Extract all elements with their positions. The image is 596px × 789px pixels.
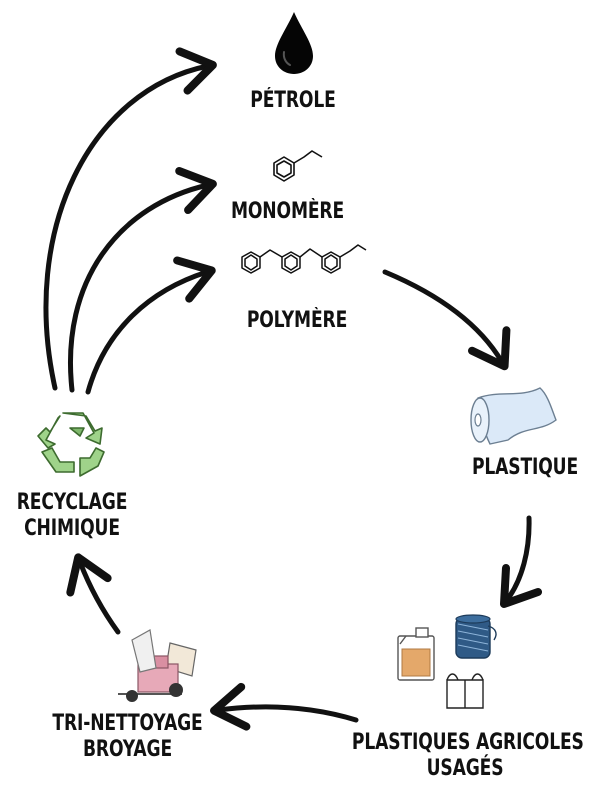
node-tri-line1: TRI-NETTOYAGE [52,711,203,736]
node-agricoles-line2: USAGÉS [426,756,504,781]
recycle-icon [37,412,105,477]
arrow-tri-to-recyclage [66,553,121,635]
node-agricoles-line1: PLASTIQUES AGRICOLES [351,730,584,755]
big-bag-icon [446,673,484,709]
arrow-recyclage-to-monomere [68,167,217,393]
node-agricoles-label: PLASTIQUES AGRICOLES USAGÉS [351,730,584,782]
arrow-recyclage-to-polymere [85,256,216,395]
shredder-machine-icon [118,629,197,702]
twine-spool-icon [455,614,497,659]
arrow-plastique-to-agricoles [500,515,542,609]
plastic-film-roll-icon [470,387,557,445]
node-tri-label: TRI-NETTOYAGE BROYAGE [44,711,212,763]
node-recyclage-line2: CHIMIQUE [24,516,120,541]
node-plastique-label: PLASTIQUE [471,455,579,480]
styrene-molecule-icon [273,150,323,182]
arrow-agricoles-to-tri [210,682,359,731]
arrow-recyclage-to-petrole [43,47,217,391]
node-polymere-label: POLYMÈRE [246,308,348,333]
node-monomere-label: MONOMÈRE [230,199,345,224]
node-tri-line2: BROYAGE [82,737,173,762]
node-petrole-label: PÉTROLE [250,88,336,113]
polystyrene-molecule-icon [241,244,367,274]
oil-drop-icon [275,12,313,74]
node-recyclage-label: RECYCLAGE CHIMIQUE [10,490,135,542]
canister-icon [397,627,435,681]
node-recyclage-line1: RECYCLAGE [16,490,128,515]
arrow-polymere-to-plastique [382,269,511,371]
